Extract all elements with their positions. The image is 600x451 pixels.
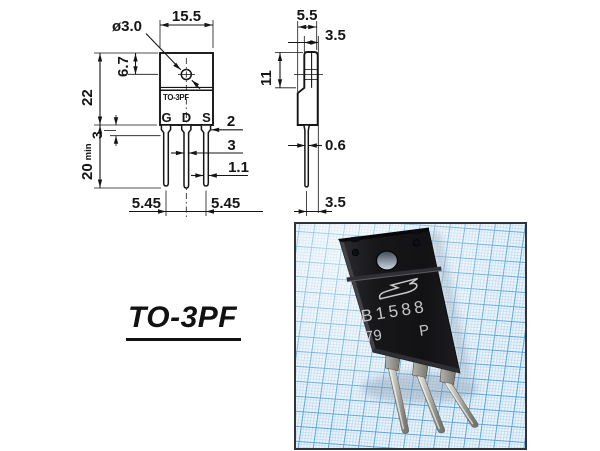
dim-tab-thickness-label: 3.5 (325, 27, 346, 44)
mounting-hole-photo (375, 250, 399, 271)
dim-center-width-label: 3 (227, 137, 235, 154)
pin-label-g: G (161, 110, 171, 125)
dim-shoulder-width-label: 2 (227, 113, 235, 130)
side-pin (303, 124, 311, 188)
dim-hole-offset-label: 6.7 (115, 56, 132, 77)
dim-pitch-left-label: 5.45 (132, 195, 161, 212)
dim-lead-length-label: 20min (79, 143, 96, 180)
pin-label-s: S (202, 110, 211, 125)
side-outline (296, 51, 319, 126)
pin-source (200, 124, 212, 187)
dim-tab-height-label: 11 (258, 70, 275, 86)
dim-body-height-label: 22 (79, 89, 96, 106)
dim-shoulder-length-label: 3 (89, 131, 105, 139)
photo-package: B1588 79 P (338, 227, 461, 374)
tab-hole-right (412, 239, 421, 247)
dim-lead-width-label: 1.1 (228, 159, 249, 176)
dim-lead-offset-label: 3.5 (325, 194, 346, 211)
dim-hole-dia-label: ø3.0 (112, 18, 142, 35)
photo-marking-lot: 79 (364, 327, 383, 346)
component-photo-canvas: B1588 79 P (280, 208, 542, 451)
dim-lead-thickness-label: 0.6 (325, 137, 346, 154)
tab-hole-left (351, 248, 360, 257)
pin-gate (160, 124, 172, 187)
pin-label-d: D (182, 110, 191, 125)
photo-marking-grade: P (418, 322, 431, 340)
dim-depth-label: 5.5 (297, 7, 318, 24)
dim-body-width-label: 15.5 (172, 8, 201, 25)
front-view: 15.5 ø3.0 22 20min 6.7 (79, 8, 263, 218)
pin-drain (180, 124, 192, 189)
side-view: 5.5 3.5 11 0.6 3.5 (258, 7, 346, 216)
component-photo: B1588 79 P (280, 208, 542, 451)
body-marking: TO-3PF (163, 93, 189, 102)
package-name-label: TO-3PF (126, 301, 242, 341)
dim-pitch-right-label: 5.45 (211, 195, 240, 212)
sanken-logo-icon (378, 277, 419, 300)
